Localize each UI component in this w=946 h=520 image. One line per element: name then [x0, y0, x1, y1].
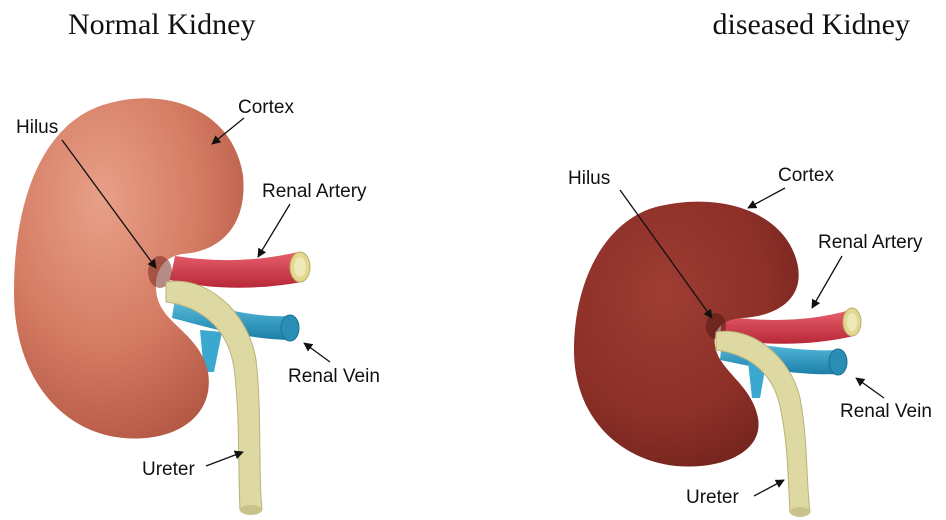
- diseased-kidney-group: Hilus Cortex Renal Artery Renal Vein Ure…: [568, 165, 932, 517]
- normal-ureter-label: Ureter: [142, 459, 195, 480]
- normal-renal-vein-label: Renal Vein: [288, 366, 380, 387]
- diseased-renal-artery-label: Renal Artery: [818, 232, 923, 253]
- normal-hilus-label: Hilus: [16, 117, 58, 138]
- diseased-hilus-label: Hilus: [568, 168, 610, 189]
- normal-cortex-label: Cortex: [238, 97, 294, 118]
- normal-renal-artery-label: Renal Artery: [262, 181, 367, 202]
- diseased-ureter-label: Ureter: [686, 487, 739, 508]
- normal-kidney-group: Hilus Cortex Renal Artery Renal Vein Ure…: [14, 97, 380, 515]
- diseased-renal-vein-label: Renal Vein: [840, 401, 932, 422]
- normal-renal-artery: [170, 252, 310, 288]
- diseased-cortex-label: Cortex: [778, 165, 834, 186]
